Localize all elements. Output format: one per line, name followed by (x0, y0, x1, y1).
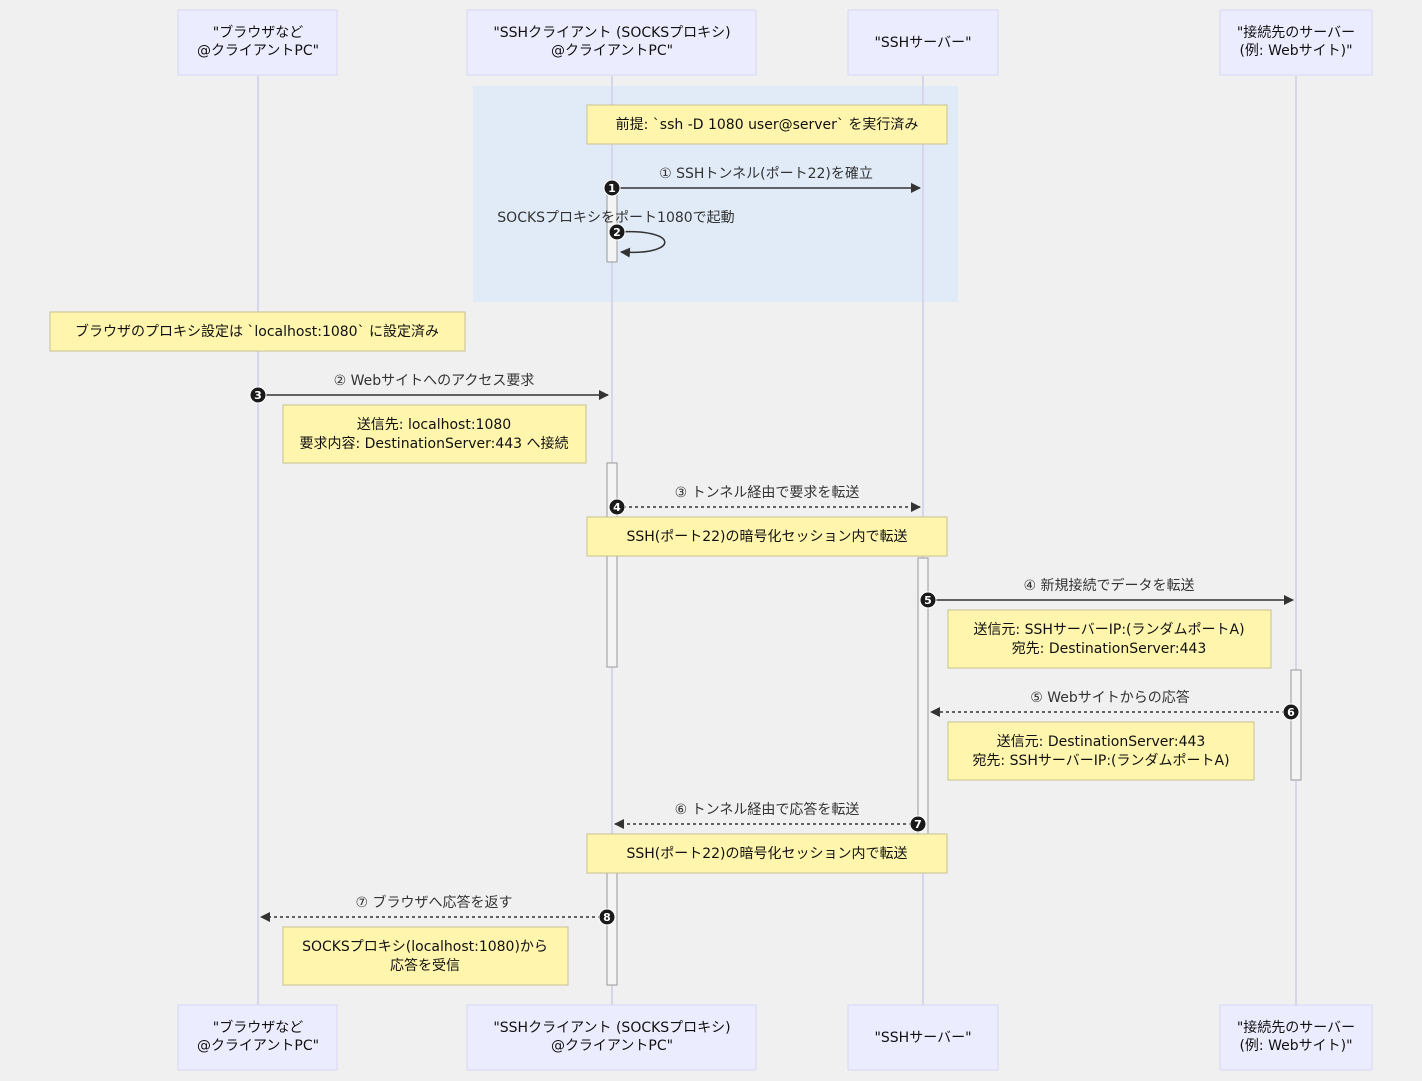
actor-sshclient-top: "SSHクライアント (SOCKSプロキシ) @クライアントPC" (466, 9, 757, 76)
message-arrow (616, 230, 666, 258)
actor-label-line2: @クライアントPC" (197, 1038, 319, 1054)
actor-label-line1: "SSHクライアント (SOCKSプロキシ) (493, 25, 730, 41)
actor-label: "SSHサーバー" (874, 35, 971, 51)
sequence-number: 3 (254, 389, 262, 402)
actor-label-line1: "SSHクライアント (SOCKSプロキシ) (493, 1020, 730, 1036)
sequence-number-badge (608, 498, 626, 516)
actor-dest-top: "接続先のサーバー (例: Webサイト)" (1219, 9, 1373, 76)
note-text: 前提: `ssh -D 1080 user@server` を実行済み (616, 116, 919, 133)
actor-label-line1: "ブラウザなど (213, 1019, 303, 1036)
actor-sshserver-top: "SSHサーバー" (847, 9, 999, 76)
actor-label-line2: (例: Webサイト)" (1239, 43, 1352, 59)
actor-dest-bottom: "接続先のサーバー (例: Webサイト)" (1219, 1004, 1373, 1071)
message-7: ⑥ トンネル経由で応答を転送 7 (614, 801, 927, 833)
activation-sshclient-2 (606, 462, 618, 668)
note-encrypted-2: SSH(ポート22)の暗号化セッション内で転送 (586, 833, 948, 874)
message-5: ④ 新規接続でデータを転送 5 (919, 577, 1294, 609)
message-1: ① SSHトンネル(ポート22)を確立 1 (603, 166, 921, 197)
note-text-line1: 送信元: DestinationServer:443 (997, 734, 1206, 750)
actor-label-line2: @クライアントPC" (197, 43, 319, 59)
message-label: ② Webサイトへのアクセス要求 (334, 373, 535, 389)
note-text: ブラウザのプロキシ設定は `localhost:1080` に設定済み (75, 323, 439, 340)
actor-label-line1: "ブラウザなど (213, 24, 303, 41)
message-3: ② Webサイトへのアクセス要求 3 (249, 373, 609, 404)
message-label: SOCKSプロキシをポート1080で起動 (497, 210, 734, 226)
message-4: ③ トンネル経由で要求を転送 4 (608, 485, 921, 516)
note-text: SSH(ポート22)の暗号化セッション内で転送 (626, 846, 907, 862)
note-new-connection-info: 送信元: SSHサーバーIP:(ランダムポートA) 宛先: Destinatio… (947, 609, 1272, 669)
actor-label: "SSHサーバー" (874, 1030, 971, 1046)
message-label: ⑥ トンネル経由で応答を転送 (675, 801, 860, 818)
actor-label-line1: "接続先のサーバー (1237, 1019, 1355, 1036)
message-label: ① SSHトンネル(ポート22)を確立 (659, 166, 873, 182)
sequence-number: 4 (613, 501, 621, 514)
actor-browser-top: "ブラウザなど @クライアントPC" (177, 9, 338, 76)
actor-sshserver-bottom: "SSHサーバー" (847, 1004, 999, 1071)
sequence-number-badge (608, 223, 626, 241)
activation-dest (1290, 669, 1302, 781)
message-label: ⑤ Webサイトからの応答 (1030, 689, 1190, 706)
sequence-number-badge (919, 591, 937, 609)
note-text: SSH(ポート22)の暗号化セッション内で転送 (626, 529, 907, 545)
actor-label-line1: "接続先のサーバー (1237, 24, 1355, 41)
note-text-line2: 要求内容: DestinationServer:443 へ接続 (299, 435, 568, 452)
sequence-number: 7 (914, 818, 922, 831)
actor-sshclient-bottom: "SSHクライアント (SOCKSプロキシ) @クライアントPC" (466, 1004, 757, 1071)
sequence-number: 6 (1287, 706, 1295, 719)
message-label: ③ トンネル経由で要求を転送 (675, 485, 860, 501)
message-label: ⑦ ブラウザへ応答を返す (355, 894, 512, 911)
note-final-info: SOCKSプロキシ(localhost:1080)から 応答を受信 (282, 926, 569, 986)
sequence-number-badge (249, 386, 267, 404)
note-request-info: 送信先: localhost:1080 要求内容: DestinationSer… (282, 404, 587, 464)
actor-browser-bottom: "ブラウザなど @クライアントPC" (177, 1004, 338, 1071)
actor-label-line2: @クライアントPC" (551, 43, 673, 59)
note-text-line2: 宛先: DestinationServer:443 (1012, 641, 1207, 657)
note-prerequisite: 前提: `ssh -D 1080 user@server` を実行済み (586, 104, 948, 145)
message-2: SOCKSプロキシをポート1080で起動 2 (497, 210, 735, 258)
message-6: ⑤ Webサイトからの応答 6 (930, 689, 1300, 721)
sequence-number-badge (603, 179, 621, 197)
note-text-line1: 送信先: localhost:1080 (357, 417, 511, 433)
actor-label-line2: (例: Webサイト)" (1239, 1038, 1352, 1054)
sequence-number-badge (598, 908, 616, 926)
sequence-number: 5 (924, 594, 932, 607)
sequence-number-badge (909, 815, 927, 833)
note-browser-proxy: ブラウザのプロキシ設定は `localhost:1080` に設定済み (49, 311, 466, 352)
sequence-number: 1 (608, 182, 616, 195)
note-response-info: 送信元: DestinationServer:443 宛先: SSHサーバーIP… (947, 721, 1255, 781)
sequence-number: 8 (603, 911, 611, 924)
message-label: ④ 新規接続でデータを転送 (1023, 577, 1194, 594)
sequence-number-badge (1282, 703, 1300, 721)
message-8: ⑦ ブラウザへ応答を返す 8 (260, 894, 616, 926)
actor-label-line2: @クライアントPC" (551, 1038, 673, 1054)
note-text-line1: SOCKSプロキシ(localhost:1080)から (302, 939, 548, 955)
note-text-line1: 送信元: SSHサーバーIP:(ランダムポートA) (973, 622, 1244, 638)
note-encrypted-1: SSH(ポート22)の暗号化セッション内で転送 (586, 516, 948, 557)
sequence-number: 2 (613, 226, 621, 239)
note-text-line2: 宛先: SSHサーバーIP:(ランダムポートA) (972, 753, 1229, 769)
note-text-line2: 応答を受信 (390, 957, 460, 974)
